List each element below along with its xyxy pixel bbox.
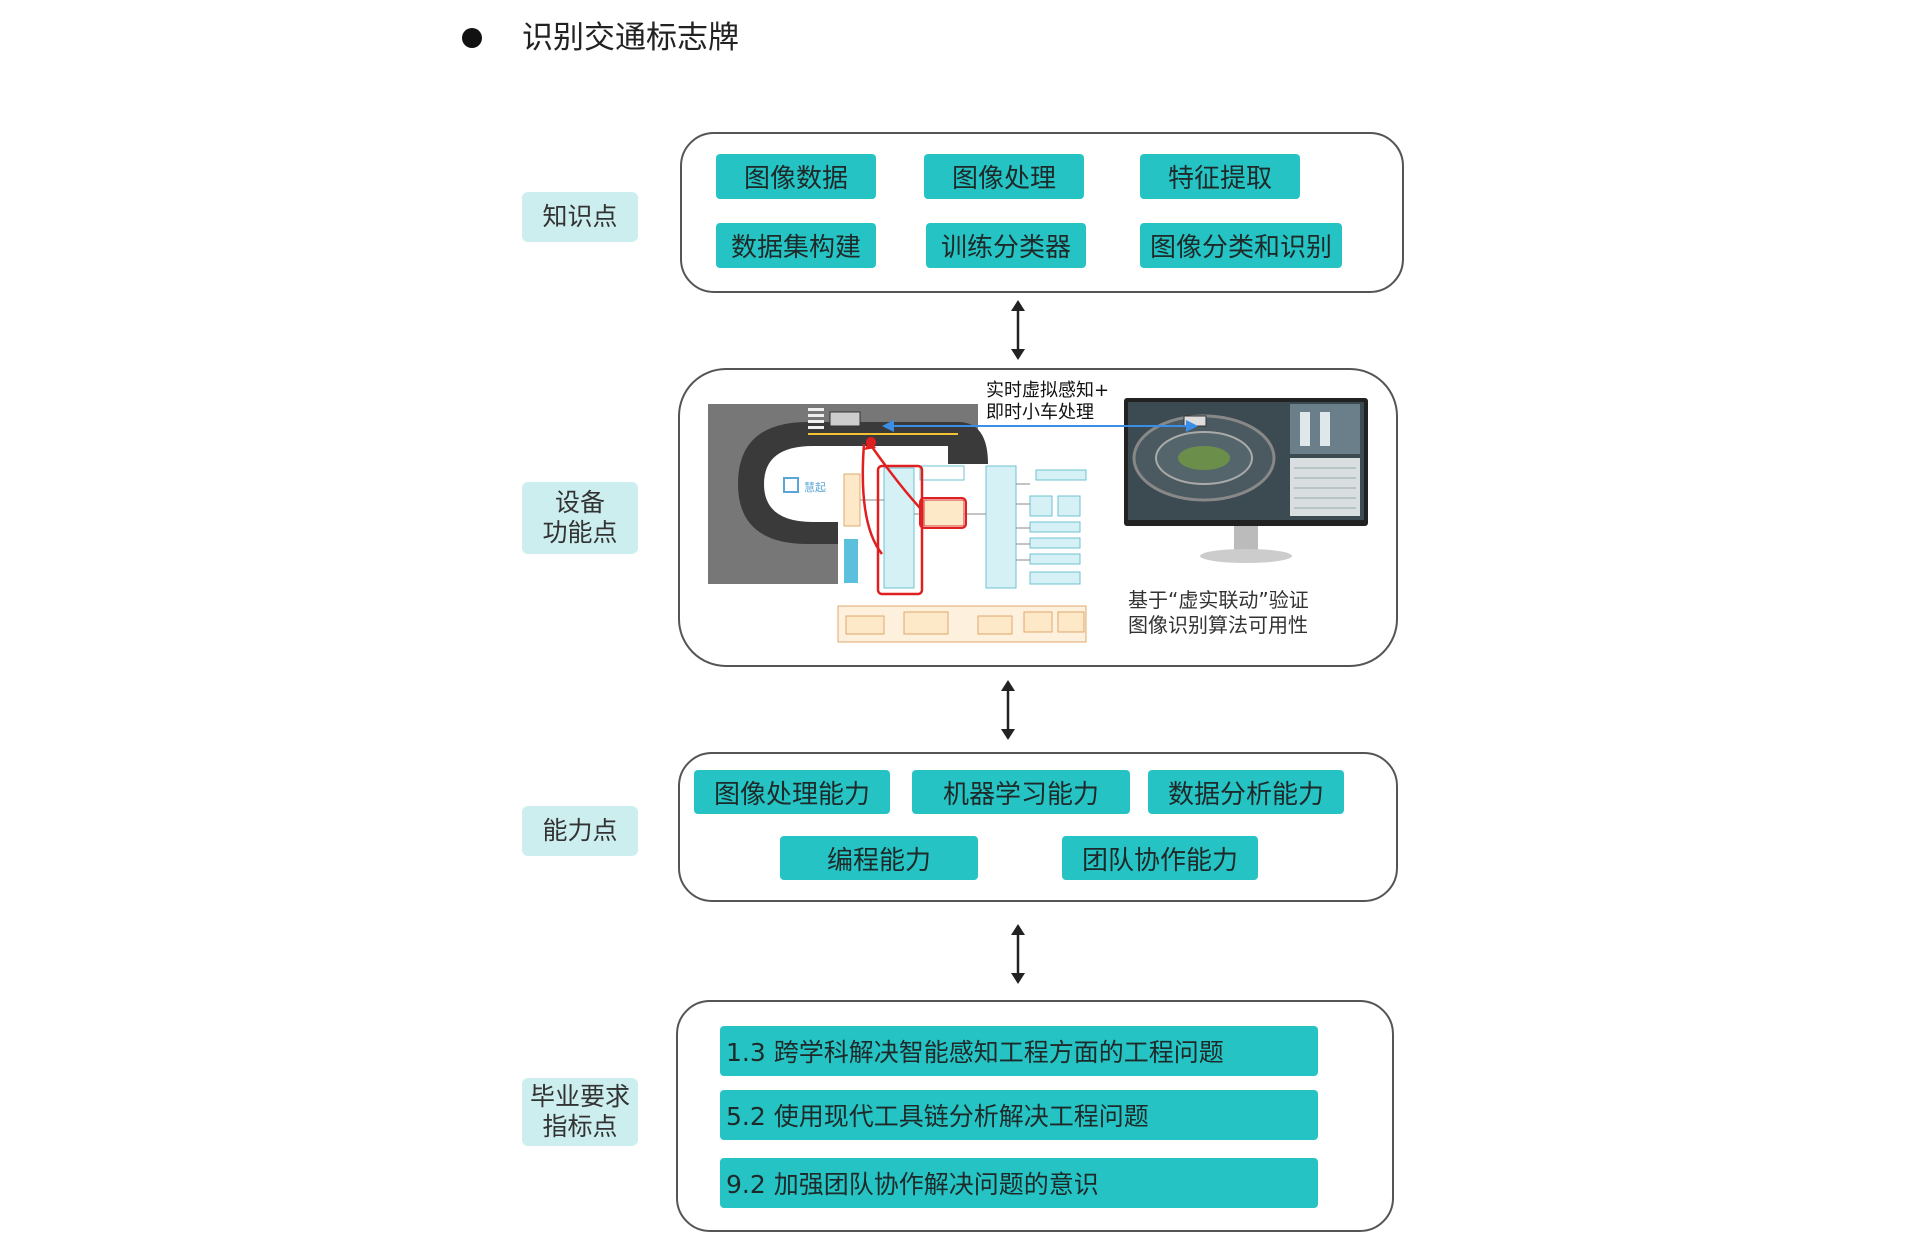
label-equipment: 设备 功能点 <box>522 482 638 554</box>
ability-chip: 团队协作能力 <box>1062 836 1258 880</box>
equipment-caption: 基于“虚实联动”验证 图像识别算法可用性 <box>1128 588 1309 637</box>
page-title: 识别交通标志牌 <box>522 20 739 56</box>
graduation-chip: 1.3 跨学科解决智能感知工程方面的工程问题 <box>720 1026 1318 1076</box>
double-arrow-icon <box>1001 680 1015 740</box>
knowledge-chip: 图像分类和识别 <box>1140 223 1342 268</box>
label-knowledge: 知识点 <box>522 192 638 242</box>
ability-chip: 编程能力 <box>780 836 978 880</box>
double-arrow-icon <box>1011 924 1025 984</box>
graduation-chip: 5.2 使用现代工具链分析解决工程问题 <box>720 1090 1318 1140</box>
knowledge-chip: 图像数据 <box>716 154 876 199</box>
ability-chip: 图像处理能力 <box>694 770 890 814</box>
link-arrow-icon <box>882 420 1198 432</box>
label-ability: 能力点 <box>522 806 638 856</box>
logo-icon <box>783 477 799 493</box>
ability-chip: 数据分析能力 <box>1148 770 1344 814</box>
ability-chip: 机器学习能力 <box>912 770 1130 814</box>
graduation-chip: 9.2 加强团队协作解决问题的意识 <box>720 1158 1318 1208</box>
double-arrow-icon <box>1011 300 1025 360</box>
overlay-caption: 实时虚拟感知+ 即时小车处理 <box>986 380 1110 423</box>
track-architecture-diagram: 慧起 <box>708 404 1087 643</box>
knowledge-chip: 数据集构建 <box>716 223 876 268</box>
knowledge-chip: 训练分类器 <box>926 223 1086 268</box>
knowledge-chip: 特征提取 <box>1140 154 1300 199</box>
bullet-icon <box>462 28 482 48</box>
knowledge-chip: 图像处理 <box>924 154 1084 199</box>
label-graduation: 毕业要求 指标点 <box>522 1078 638 1146</box>
logo-text: 慧起 <box>804 480 826 494</box>
monitor-illustration <box>1124 398 1368 563</box>
